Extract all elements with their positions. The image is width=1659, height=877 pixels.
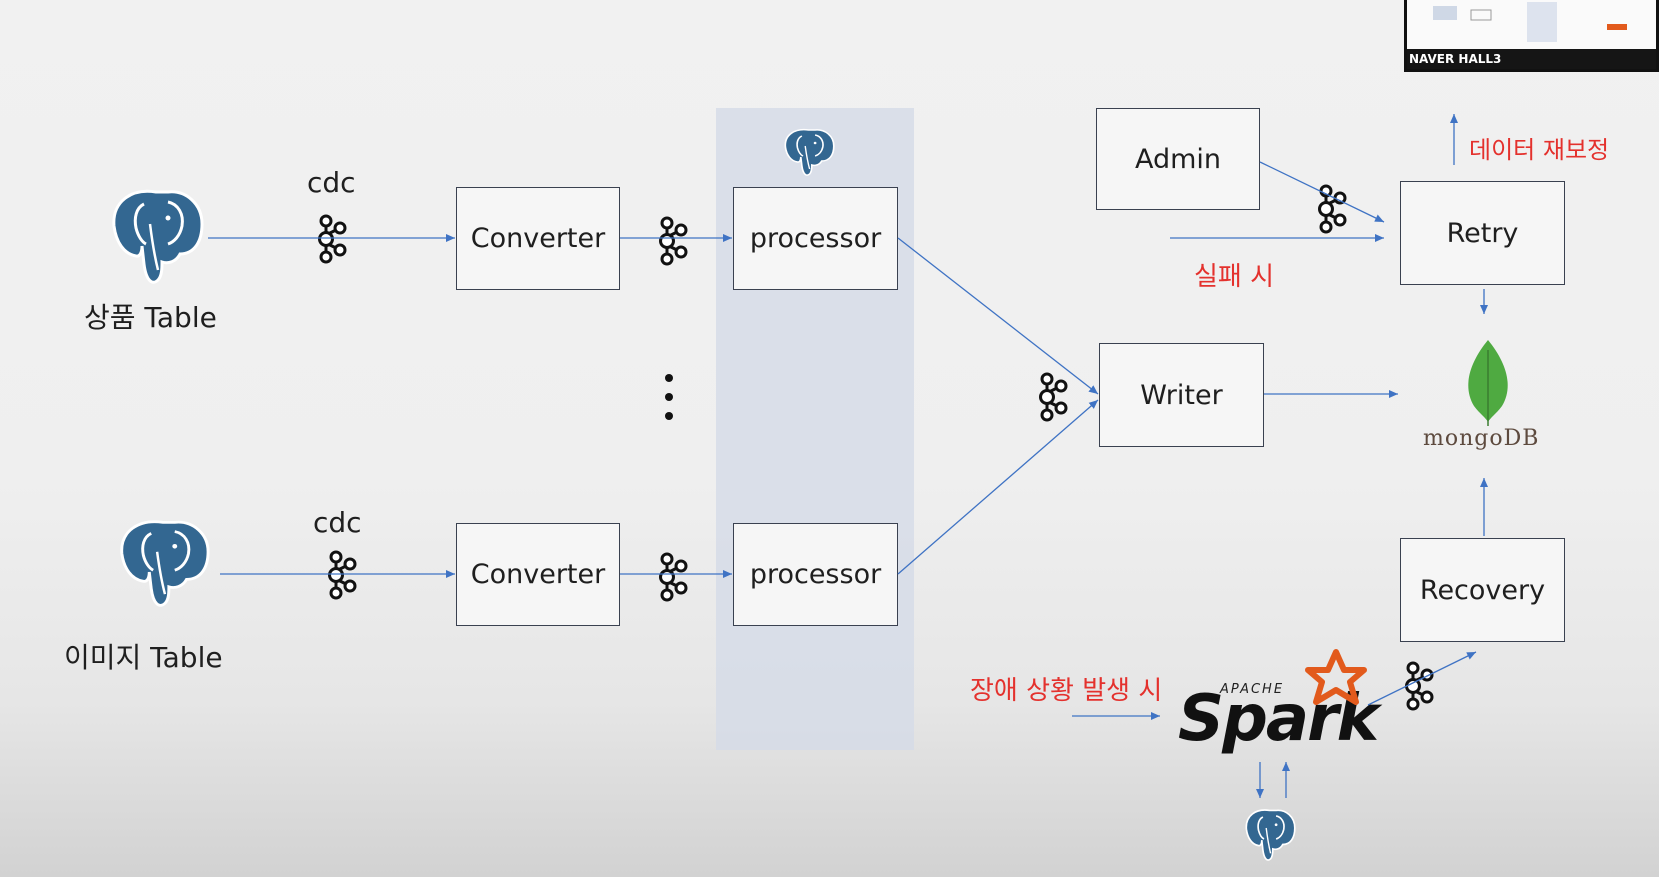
apache-spark-star-icon bbox=[1305, 649, 1367, 705]
flow-arrows bbox=[208, 114, 1488, 798]
more-processors-ellipsis bbox=[665, 374, 673, 420]
annotation-on-outage: 장애 상황 발생 시 bbox=[970, 676, 1163, 706]
kafka-icon-writer bbox=[1039, 372, 1068, 422]
source-caption-image: 이미지 Table bbox=[64, 641, 223, 674]
kafka-icon-cdc-bottom bbox=[328, 550, 357, 600]
processor-box-top[interactable]: processor bbox=[733, 187, 898, 290]
postgresql-elephant-icon-product bbox=[112, 189, 204, 284]
thumbnail-slide-icon bbox=[1433, 2, 1627, 42]
source-caption-product: 상품 Table bbox=[84, 301, 217, 334]
writer-box[interactable]: Writer bbox=[1099, 343, 1264, 447]
kafka-icon-cdc-top bbox=[318, 214, 347, 264]
postgresql-elephant-icon-spark bbox=[1245, 809, 1296, 861]
admin-box[interactable]: Admin bbox=[1096, 108, 1260, 210]
cdc-label-bottom: cdc bbox=[313, 506, 362, 539]
annotation-data-recorrection: 데이터 재보정 bbox=[1469, 136, 1610, 164]
kafka-icon-spark bbox=[1405, 661, 1434, 711]
recovery-box[interactable]: Recovery bbox=[1400, 538, 1565, 642]
thumbnail-caption: NAVER HALL3 bbox=[1407, 49, 1656, 69]
mongodb-wordmark: mongoDB bbox=[1423, 426, 1540, 451]
converter-box-top[interactable]: Converter bbox=[456, 187, 620, 290]
mongodb-leaf-icon bbox=[1468, 340, 1508, 426]
kafka-icon-converter-top bbox=[659, 216, 688, 266]
annotation-on-failure: 실패 시 bbox=[1194, 262, 1275, 292]
converter-box-bottom[interactable]: Converter bbox=[456, 523, 620, 626]
kafka-icon-converter-bottom bbox=[659, 552, 688, 602]
spark-apache-label: APACHE bbox=[1220, 682, 1285, 697]
postgresql-elephant-icon-image bbox=[120, 520, 210, 607]
postgresql-elephant-icon-processor bbox=[784, 128, 835, 176]
processor-box-bottom[interactable]: processor bbox=[733, 523, 898, 626]
cdc-label-top: cdc bbox=[307, 166, 356, 199]
retry-box[interactable]: Retry bbox=[1400, 181, 1565, 285]
speaker-thumbnail: NAVER HALL3 bbox=[1404, 0, 1659, 72]
